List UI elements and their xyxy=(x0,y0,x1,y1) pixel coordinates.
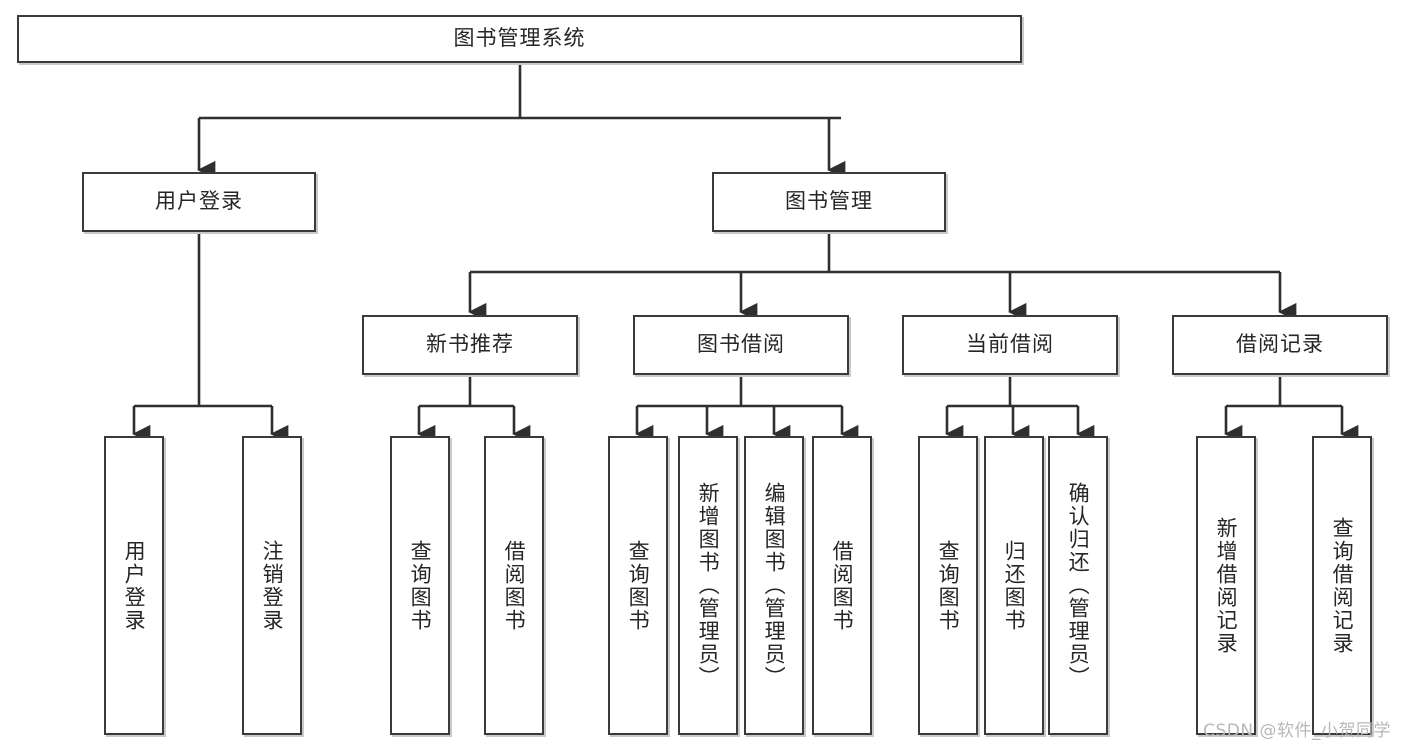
node-leaf-edit-book-label: 编辑图书（管理员） xyxy=(762,482,787,689)
node-current-borrow[interactable]: 当前借阅 xyxy=(902,315,1118,375)
node-leaf-query-book-3[interactable]: 查询图书 xyxy=(918,436,978,735)
node-book-manage[interactable]: 图书管理 xyxy=(712,172,946,232)
node-leaf-query-book-1[interactable]: 查询图书 xyxy=(390,436,450,735)
node-root[interactable]: 图书管理系统 xyxy=(17,15,1022,63)
node-leaf-borrow-book-2[interactable]: 借阅图书 xyxy=(812,436,872,735)
node-leaf-add-record[interactable]: 新增借阅记录 xyxy=(1196,436,1256,735)
node-root-label: 图书管理系统 xyxy=(453,26,586,51)
node-leaf-add-book-label: 新增图书（管理员） xyxy=(696,482,721,689)
node-book-borrow[interactable]: 图书借阅 xyxy=(633,315,849,375)
node-user-login[interactable]: 用户登录 xyxy=(82,172,316,232)
node-leaf-user-logout-label: 注销登录 xyxy=(260,539,285,632)
node-leaf-confirm-return[interactable]: 确认归还（管理员） xyxy=(1048,436,1108,735)
watermark-text: CSDN @软件_小贺同学 xyxy=(1203,721,1391,741)
node-leaf-query-book-2[interactable]: 查询图书 xyxy=(608,436,668,735)
node-book-manage-label: 图书管理 xyxy=(785,189,873,214)
node-leaf-add-record-label: 新增借阅记录 xyxy=(1214,516,1239,655)
node-leaf-user-login[interactable]: 用户登录 xyxy=(104,436,164,735)
node-leaf-query-record-label: 查询借阅记录 xyxy=(1330,516,1355,655)
node-leaf-edit-book[interactable]: 编辑图书（管理员） xyxy=(744,436,804,735)
node-user-login-label: 用户登录 xyxy=(155,189,243,214)
node-borrow-record-label: 借阅记录 xyxy=(1236,332,1324,357)
node-leaf-user-logout[interactable]: 注销登录 xyxy=(242,436,302,735)
node-leaf-add-book[interactable]: 新增图书（管理员） xyxy=(678,436,738,735)
node-leaf-return-book[interactable]: 归还图书 xyxy=(984,436,1044,735)
node-book-borrow-label: 图书借阅 xyxy=(697,332,785,357)
node-leaf-borrow-book-1[interactable]: 借阅图书 xyxy=(484,436,544,735)
node-leaf-confirm-return-label: 确认归还（管理员） xyxy=(1066,482,1091,689)
node-new-book-rec[interactable]: 新书推荐 xyxy=(362,315,578,375)
node-borrow-record[interactable]: 借阅记录 xyxy=(1172,315,1388,375)
node-leaf-borrow-book-2-label: 借阅图书 xyxy=(830,539,855,632)
node-leaf-query-book-1-label: 查询图书 xyxy=(408,539,433,632)
node-leaf-borrow-book-1-label: 借阅图书 xyxy=(502,539,527,632)
node-leaf-user-login-label: 用户登录 xyxy=(122,539,147,632)
node-leaf-query-record[interactable]: 查询借阅记录 xyxy=(1312,436,1372,735)
node-leaf-return-book-label: 归还图书 xyxy=(1002,539,1027,632)
node-leaf-query-book-2-label: 查询图书 xyxy=(626,539,651,632)
node-current-borrow-label: 当前借阅 xyxy=(966,332,1054,357)
node-new-book-rec-label: 新书推荐 xyxy=(426,332,514,357)
node-leaf-query-book-3-label: 查询图书 xyxy=(936,539,961,632)
